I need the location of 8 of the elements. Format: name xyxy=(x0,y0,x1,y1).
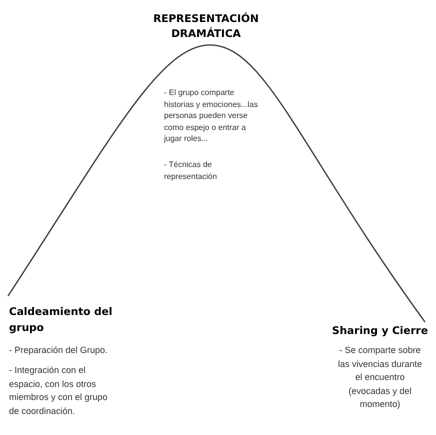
description-text: - Preparación del Grupo. xyxy=(9,344,109,357)
description-text: - El grupo comparte historias y emociones...las personas pueden verse como espejo o entrar a jugar roles... xyxy=(164,87,259,144)
phase-title: Sharing y Cierre xyxy=(331,324,429,339)
description-text: - Integración con el espacio, con los otros miembros y con el grupo de coordinación. xyxy=(9,364,109,418)
phase-title: Caldeamiento del grupo xyxy=(9,305,114,336)
phase-title: REPRESENTACIÓN DRAMÁTICA xyxy=(152,12,260,42)
description-text: - Se comparte sobre las vivencias durante el encuentro (evocadas y del momento) xyxy=(336,344,424,411)
description-text: - Técnicas de representación xyxy=(164,159,218,182)
